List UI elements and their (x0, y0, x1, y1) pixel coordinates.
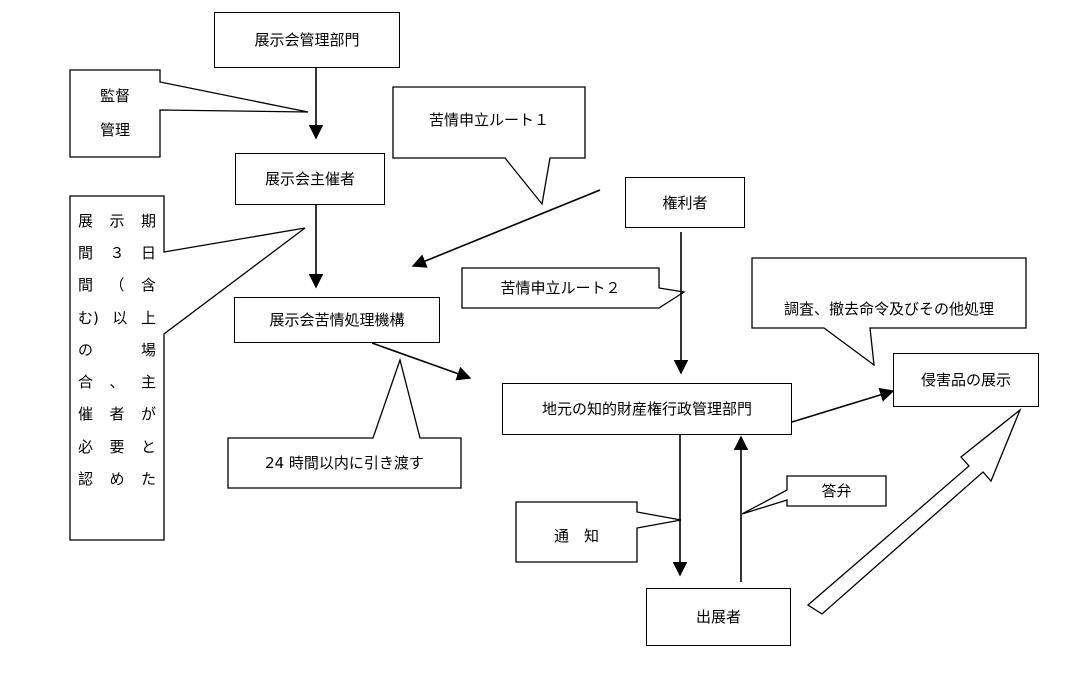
node-complaint-organization: 展示会苦情処理機構 (234, 297, 440, 343)
callout-text: 答弁 (821, 482, 852, 500)
callout-investigate: 調査、撤去命令及びその他処理 (752, 290, 1026, 328)
node-infringing-display: 侵害品の展示 (893, 353, 1039, 407)
condition-char: 期 (140, 211, 156, 230)
callout-supervise-shape (69, 69, 309, 158)
condition-char: と (140, 437, 156, 456)
node-label: 展示会主催者 (264, 170, 355, 188)
condition-char: め (109, 470, 125, 489)
condition-char: 以 (112, 308, 128, 327)
callout-route1: 苦情申立ルート１ (393, 100, 585, 140)
node-label: 侵害品の展示 (920, 371, 1011, 389)
condition-char: 催 (78, 405, 94, 424)
condition-char: 要 (109, 437, 125, 456)
callout-text: 苦情申立ルート２ (500, 279, 621, 297)
node-local-ip-office: 地元の知的財産権行政管理部門 (502, 383, 792, 435)
condition-char: む) (78, 308, 99, 327)
condition-char: 者 (109, 405, 125, 424)
condition-row: 必要と (78, 430, 156, 462)
node-rights-holder: 権利者 (625, 177, 745, 228)
condition-char: の (78, 340, 94, 359)
callout-notify-shape (515, 501, 682, 563)
callout-condition-shape (69, 195, 306, 541)
condition-char: 日 (140, 243, 156, 262)
condition-char: 間 (78, 243, 94, 262)
node-exhibition-dept: 展示会管理部門 (214, 12, 400, 68)
condition-row: 展示期 (78, 204, 156, 236)
callout-supervise: 監督 管理 (70, 76, 160, 150)
node-exhibitor: 出展者 (646, 588, 791, 646)
callout-answer: 答弁 (787, 476, 886, 506)
node-label: 展示会管理部門 (254, 31, 360, 49)
callout-line: 監督 (99, 87, 130, 105)
hollow-arrow-exhibitor-to-infringing (806, 407, 1022, 615)
node-label: 地元の知的財産権行政管理部門 (541, 400, 752, 418)
condition-row: む) 以上 (78, 301, 156, 333)
condition-row: 催者が (78, 398, 156, 430)
condition-row: の場 (78, 333, 156, 365)
condition-char: 認 (78, 470, 94, 489)
node-label: 出展者 (695, 608, 741, 626)
condition-char: 合 (78, 373, 94, 392)
arrow-complaint-org-to-local-office (371, 342, 472, 381)
callout-notify: 通 知 (516, 512, 637, 560)
callout-route1-shape (392, 86, 586, 206)
node-label: 展示会苦情処理機構 (269, 311, 405, 329)
callout-investigate-shape (751, 257, 1027, 367)
condition-row: 認めた (78, 462, 156, 494)
condition-row: 間 （ 含 (78, 269, 156, 301)
condition-char: 、 (109, 373, 125, 392)
callout-handover: 24 時間以内に引き渡す (228, 440, 461, 486)
condition-char: た (140, 470, 156, 489)
condition-row: 合、主 (78, 365, 156, 397)
arrow-local-office-to-infringing (791, 387, 895, 423)
callout-handover-shape (227, 357, 462, 489)
callout-route2-shape (461, 267, 686, 309)
condition-char: ３ (109, 243, 125, 262)
condition-char: 必 (78, 437, 94, 456)
condition-char: 間 (78, 276, 94, 295)
condition-char: （ (109, 276, 125, 295)
condition-char: 示 (109, 211, 125, 230)
condition-char: 上 (140, 308, 156, 327)
arrow-rights-holder-to-complaint-org (411, 189, 601, 268)
callout-text: 通 知 (553, 527, 599, 545)
node-label: 権利者 (662, 193, 708, 212)
callout-text: 苦情申立ルート１ (428, 111, 549, 129)
callout-line: 管理 (99, 121, 130, 139)
node-exhibition-organizer: 展示会主催者 (235, 153, 385, 205)
callout-answer-shape (741, 475, 887, 515)
condition-char: 主 (140, 373, 156, 392)
callout-text: 24 時間以内に引き渡す (265, 454, 424, 472)
callout-route2: 苦情申立ルート２ (462, 268, 659, 308)
condition-char: が (140, 405, 156, 424)
callout-text: 調査、撤去命令及びその他処理 (783, 300, 994, 318)
condition-char: 含 (140, 276, 156, 295)
condition-char: 展 (78, 211, 94, 230)
condition-char: 場 (140, 340, 156, 359)
